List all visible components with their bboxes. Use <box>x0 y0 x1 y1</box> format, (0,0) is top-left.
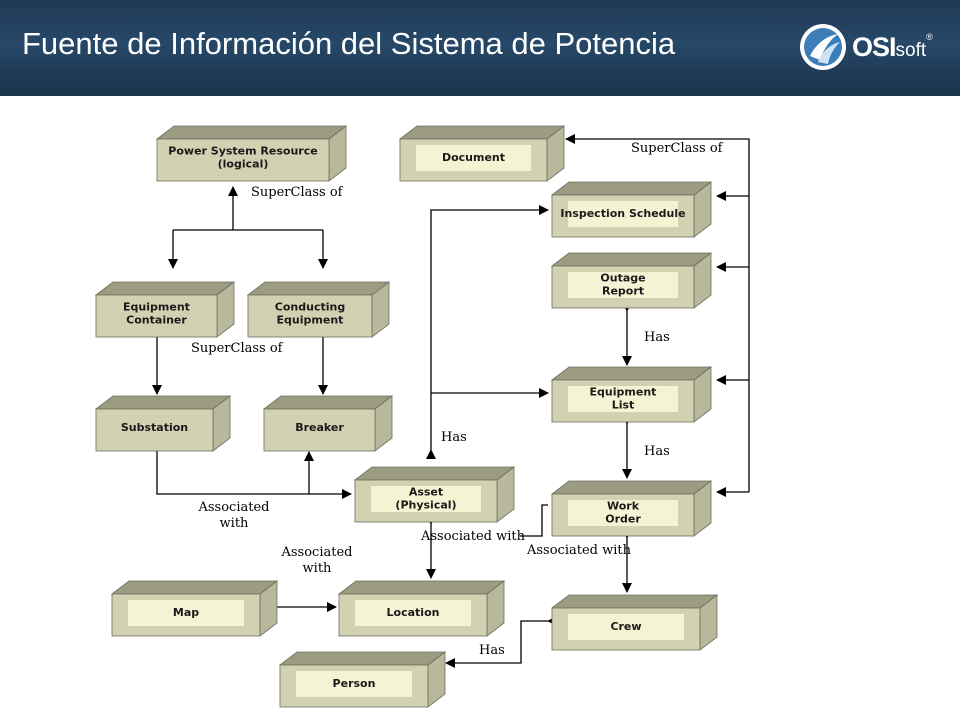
box-work-order-label-2: Order <box>605 513 641 526</box>
box-psr: Power System Resource(logical) <box>155 125 348 182</box>
box-outage-top <box>550 252 713 267</box>
label-superclass-document: SuperClass of <box>631 141 724 156</box>
label-associated-map-1: Associated <box>281 545 353 560</box>
osisoft-logo-text: OSIsoft® <box>852 32 933 63</box>
box-substation-top <box>94 395 232 410</box>
label-associated-asset: Associated with <box>420 529 526 544</box>
box-asset-top <box>353 466 516 481</box>
box-breaker-label-1: Breaker <box>295 421 344 434</box>
box-equip-list-panel <box>568 386 678 412</box>
box-conducting-label-1: Conducting <box>275 301 345 314</box>
box-work-order-label-1: Work <box>607 500 640 513</box>
label-associated-substation-1: Associated <box>198 500 270 515</box>
label-superclass-psr: SuperClass of <box>251 185 344 200</box>
superclass-bus-document <box>565 134 750 492</box>
box-document-panel <box>416 145 531 171</box>
box-substation-label-1: Substation <box>121 421 188 434</box>
label-has-outage: Has <box>644 330 670 345</box>
label-associated-substation-2: with <box>220 516 250 531</box>
box-conducting-top <box>246 281 391 296</box>
box-location-panel <box>355 600 471 626</box>
page-title: Fuente de Información del Sistema de Pot… <box>22 26 676 61</box>
box-map: Map <box>110 580 279 637</box>
box-asset: Asset(Physical) <box>353 466 516 523</box>
box-equip-container-front <box>95 294 218 338</box>
box-crew-label-1: Crew <box>610 620 641 633</box>
box-psr-label-1: Power System Resource <box>168 145 317 158</box>
logo-text-reg: ® <box>926 32 933 42</box>
box-location: Location <box>337 580 506 637</box>
box-person-label-1: Person <box>333 677 376 690</box>
box-psr-front <box>156 138 330 182</box>
box-map-panel <box>128 600 244 626</box>
box-equip-container-label-2: Container <box>126 314 187 327</box>
box-equip-container-top <box>94 281 236 296</box>
line-asset-has <box>426 205 549 459</box>
label-has-asset: Has <box>441 430 467 445</box>
box-crew-top <box>550 594 719 609</box>
box-crew: Crew <box>550 594 719 651</box>
title-bar: Fuente de Información del Sistema de Pot… <box>0 0 960 96</box>
osisoft-logo: OSIsoft® <box>798 20 948 76</box>
box-equip-container-label-1: Equipment <box>123 301 190 314</box>
box-conducting-front <box>247 294 373 338</box>
label-associated-work-order: Associated with <box>526 543 632 558</box>
box-breaker-front <box>263 408 376 452</box>
box-work-order-top <box>550 480 713 495</box>
box-crew-panel <box>568 614 684 640</box>
box-person-panel <box>296 671 412 697</box>
label-has-work-order: Has <box>644 444 670 459</box>
box-equip-list-label-1: Equipment <box>590 386 657 399</box>
box-document-label-1: Document <box>442 151 505 164</box>
line-substation-asset <box>152 443 352 499</box>
box-substation-front <box>95 408 214 452</box>
box-equip-list-top <box>550 366 713 381</box>
box-map-label-1: Map <box>173 606 199 619</box>
box-breaker-top <box>262 395 394 410</box>
line-asset-work-order <box>520 504 548 537</box>
box-psr-label-2: (logical) <box>218 158 269 171</box>
label-has-person: Has <box>479 643 505 658</box>
box-asset-label-1: Asset <box>409 486 443 499</box>
box-document: Document <box>398 125 566 182</box>
connectors <box>152 134 750 668</box>
box-person-top <box>278 651 447 666</box>
box-asset-panel <box>371 486 481 512</box>
box-inspection-label-1: Inspection Schedule <box>560 207 685 220</box>
line-crew-person <box>445 616 557 668</box>
box-map-top <box>110 580 279 595</box>
box-conducting-label-2: Equipment <box>277 314 344 327</box>
osisoft-logo-icon <box>800 24 846 70</box>
box-person: Person <box>278 651 447 708</box>
box-equip-list-label-2: List <box>612 399 635 412</box>
relationship-labels: SuperClass of SuperClass of SuperClass o… <box>191 141 724 658</box>
logo-text-bold: OSI <box>852 32 897 62</box>
box-document-top <box>398 125 566 140</box>
box-asset-label-2: (Physical) <box>395 499 456 512</box>
label-associated-map-2: with <box>303 561 333 576</box>
logo-text-light: soft <box>895 40 927 61</box>
box-location-top <box>337 580 506 595</box>
box-psr-top <box>155 125 348 140</box>
box-substation: Substation <box>94 395 232 452</box>
label-superclass-equipment: SuperClass of <box>191 341 284 356</box>
box-inspection-panel <box>568 201 678 227</box>
box-work-order-panel <box>568 500 678 526</box>
box-outage-label-1: Outage <box>600 272 645 285</box>
box-inspection: Inspection Schedule <box>550 181 713 238</box>
box-inspection-top <box>550 181 713 196</box>
box-outage-label-2: Report <box>602 285 644 298</box>
box-outage-panel <box>568 272 678 298</box>
box-location-label-1: Location <box>387 606 440 619</box>
box-breaker: Breaker <box>262 395 394 452</box>
